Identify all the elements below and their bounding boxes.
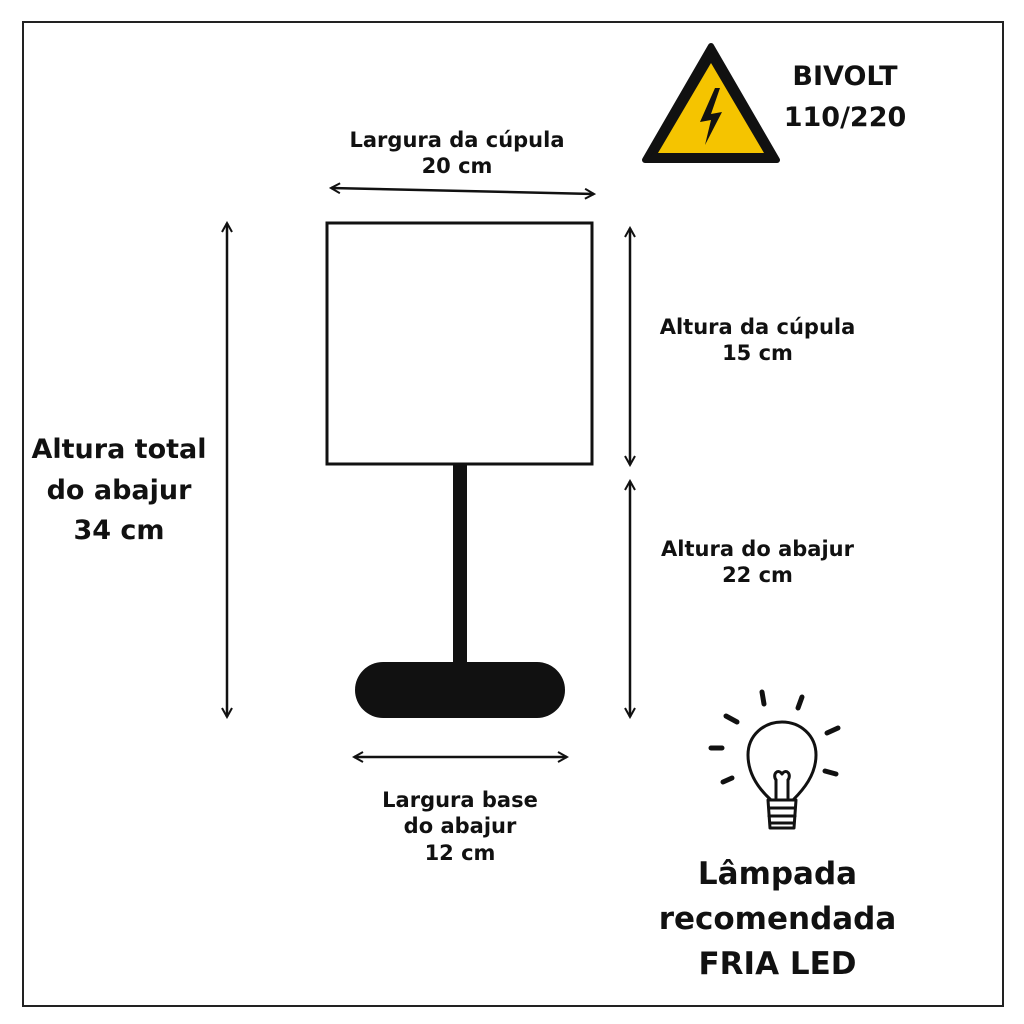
diagram-frame [22, 21, 1004, 1007]
high-voltage-warning-icon [642, 43, 780, 163]
base-width-label: Largura base do abajur 12 cm [340, 787, 580, 866]
lamp-base [355, 662, 565, 718]
total-height-title-1: Altura total [31, 434, 207, 465]
lamp-height-label: Altura do abajur 22 cm [625, 536, 890, 589]
shade-height-title: Altura da cúpula [659, 315, 856, 339]
bulb-title-1: Lâmpada [697, 856, 858, 892]
bulb-title-2: recomendada [658, 900, 897, 937]
bulb-recommendation-label: Lâmpada recomendada FRIA LED [620, 852, 935, 987]
shade-width-arrow [331, 188, 594, 194]
lamp-height-value: 22 cm [722, 563, 793, 588]
shade-height-value: 15 cm [722, 341, 793, 366]
base-width-title-2: do abajur [403, 814, 517, 839]
voltage-label: BIVOLT 110/220 [760, 57, 930, 138]
lamp-stem [453, 464, 467, 664]
base-width-title-1: Largura base [382, 788, 538, 812]
voltage-line-2: 110/220 [783, 101, 907, 133]
light-bulb-icon [708, 689, 841, 830]
voltage-line-1: BIVOLT [792, 61, 898, 92]
shade-width-title: Largura da cúpula [349, 128, 565, 152]
lamp-shade [325, 221, 594, 466]
total-height-label: Altura total do abajur 34 cm [14, 430, 224, 552]
shade-width-label: Largura da cúpula 20 cm [312, 127, 602, 180]
shade-width-value: 20 cm [421, 154, 493, 179]
total-height-value: 34 cm [73, 515, 165, 546]
bulb-type: FRIA LED [698, 945, 857, 982]
lamp-height-title: Altura do abajur [661, 537, 854, 561]
shade-height-label: Altura da cúpula 15 cm [625, 314, 890, 367]
total-height-title-2: do abajur [46, 474, 192, 506]
base-width-value: 12 cm [424, 840, 496, 865]
